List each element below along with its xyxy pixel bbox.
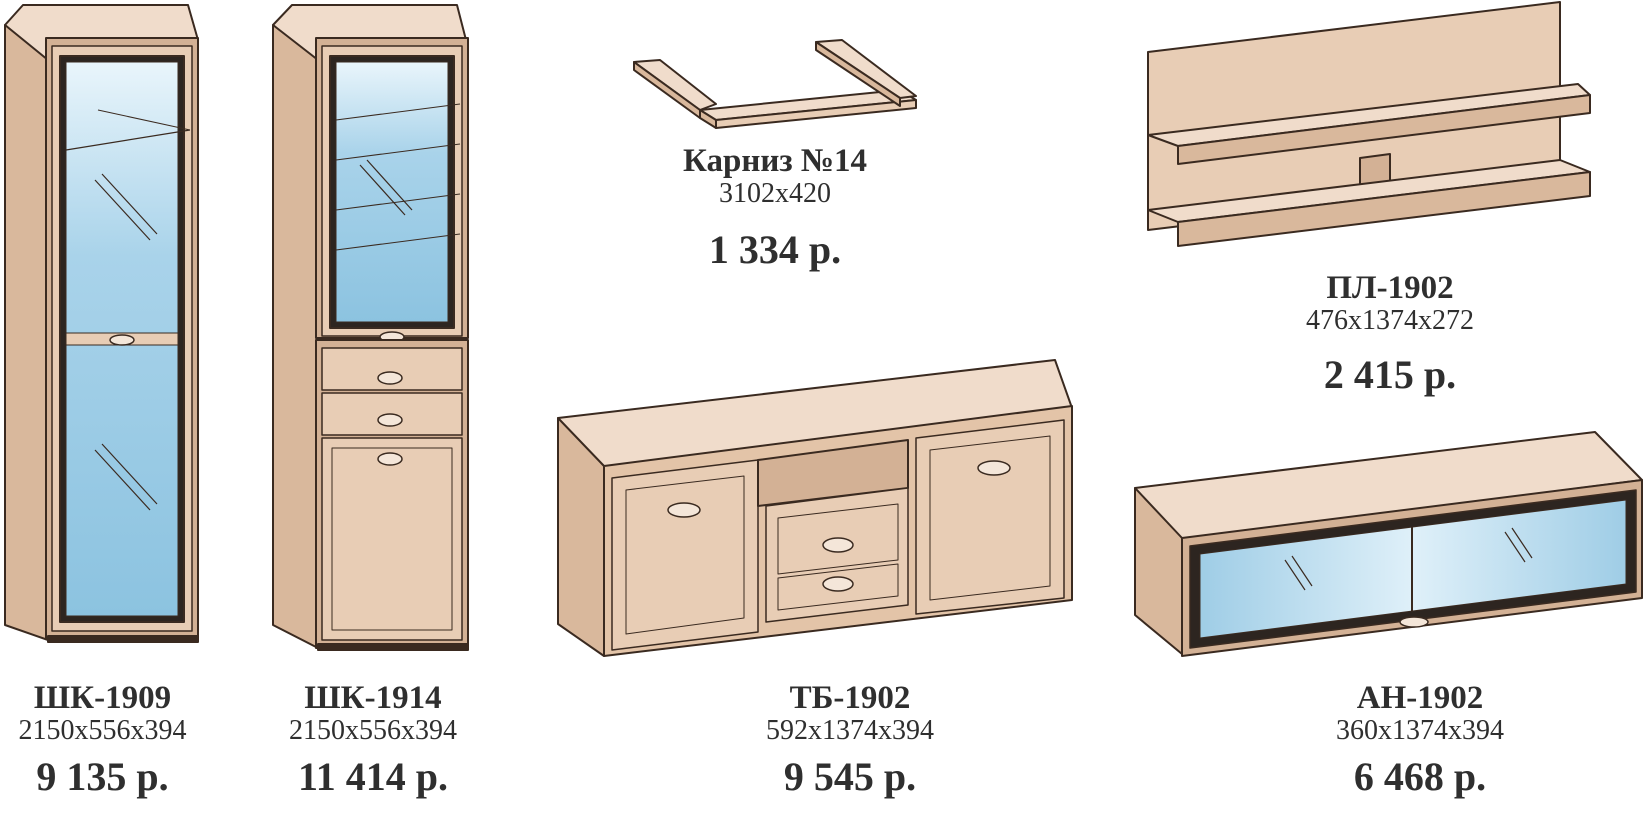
product-name: Карниз №14 [682, 143, 868, 179]
cabinet-shk-1914-image [272, 4, 469, 651]
product-dimensions: 3102x420 [719, 178, 831, 209]
product-price: 6 468 р. [1353, 754, 1487, 799]
tv-stand-tb-1902-image [557, 359, 1073, 657]
product-dimensions: 592x1374x394 [766, 715, 934, 746]
product-price: 1 334 р. [708, 227, 842, 272]
product-name: ТБ-1902 [789, 680, 911, 716]
product-dimensions: 360x1374x394 [1336, 715, 1504, 746]
product-label-pl-1902: ПЛ-1902 476x1374x272 2 415 р. [1270, 272, 1510, 395]
shelf-pl-1902-image [1147, 1, 1591, 247]
product-label-shk-1909: ШК-1909 2150x556x394 9 135 р. [0, 682, 205, 797]
product-price: 9 135 р. [36, 754, 169, 799]
product-label-cornice-14: Карниз №14 3102x420 1 334 р. [650, 145, 900, 270]
product-dimensions: 476x1374x272 [1306, 305, 1474, 336]
product-label-an-1902: АН-1902 360x1374x394 6 468 р. [1300, 682, 1540, 797]
product-name: ШК-1909 [33, 680, 172, 716]
product-dimensions: 2150x556x394 [289, 715, 457, 746]
product-name: АН-1902 [1356, 680, 1484, 716]
product-dimensions: 2150x556x394 [18, 715, 187, 746]
product-label-shk-1914: ШК-1914 2150x556x394 11 414 р. [268, 682, 478, 797]
cabinet-shk-1909-image [4, 4, 199, 643]
product-label-tb-1902: ТБ-1902 592x1374x394 9 545 р. [730, 682, 970, 797]
product-price: 2 415 р. [1323, 352, 1457, 397]
product-name: ПЛ-1902 [1326, 270, 1454, 306]
cornice-14-image [633, 39, 917, 129]
product-price: 9 545 р. [783, 754, 917, 799]
product-name: ШК-1914 [304, 680, 442, 716]
cabinet-an-1902-image [1134, 431, 1643, 657]
product-price: 11 414 р. [297, 754, 449, 799]
